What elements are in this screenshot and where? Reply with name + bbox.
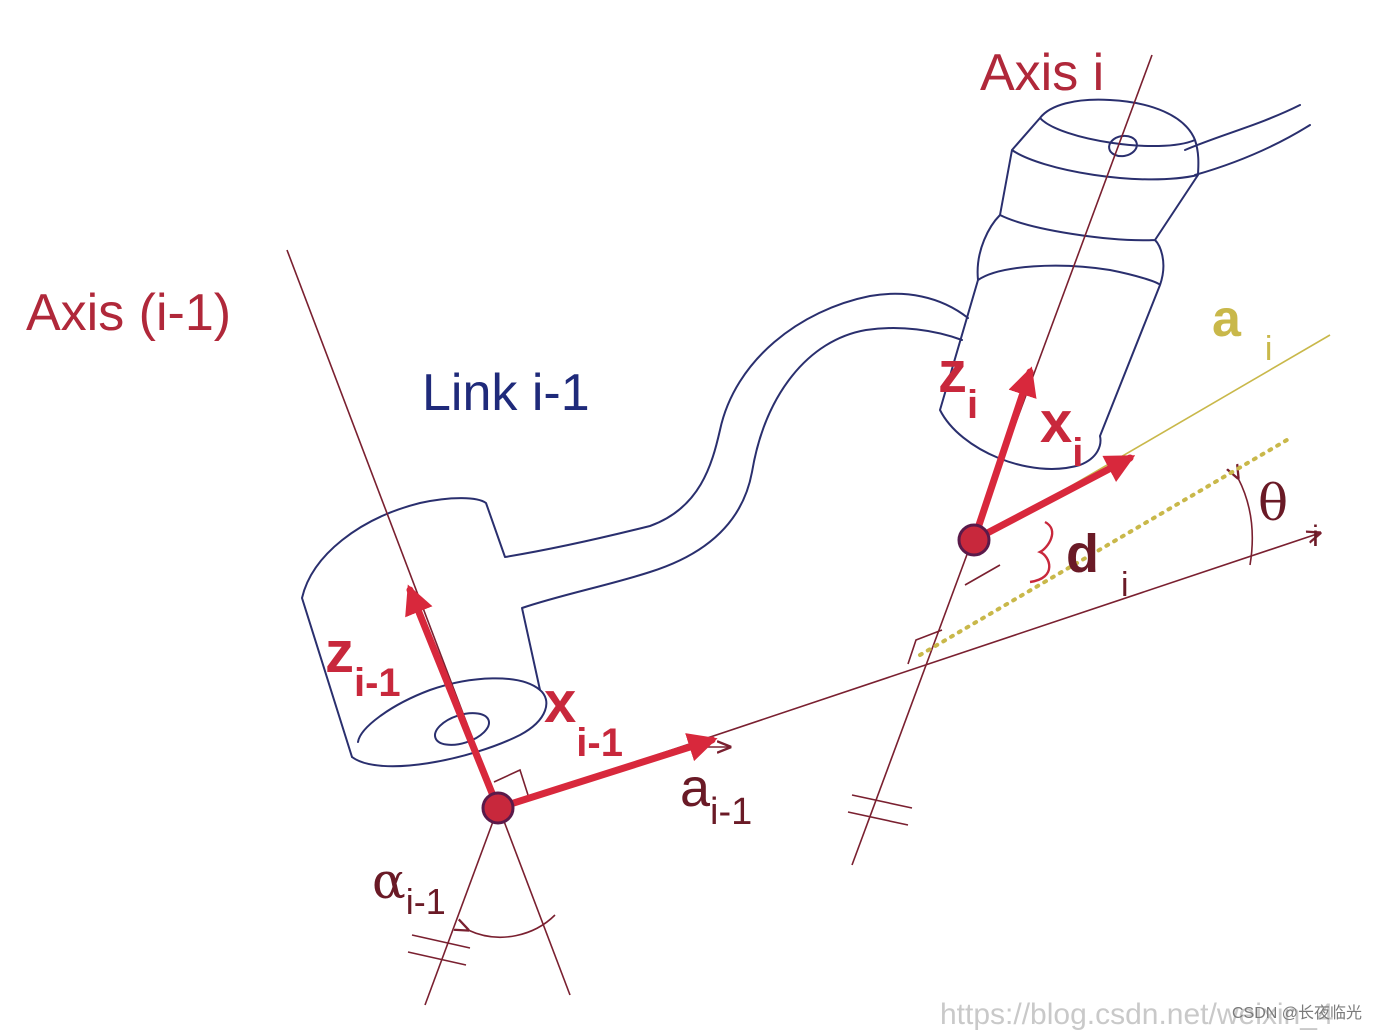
z-i-subscript: i xyxy=(967,383,978,427)
x-i-arrow xyxy=(970,454,1136,544)
d-i-subscript: i xyxy=(1121,566,1129,604)
right-angle-upper xyxy=(907,629,943,665)
cable xyxy=(1184,104,1311,176)
d-i-label: di xyxy=(1066,524,1129,604)
theta-i-label: θi xyxy=(1258,474,1319,553)
right-angle-joint xyxy=(964,564,1001,586)
joint-origin-i-minus-1 xyxy=(481,791,515,825)
theta-i-subscript: i xyxy=(1312,520,1319,553)
axis-i-minus-1-line xyxy=(286,249,571,996)
axis-i-minus-1-projection xyxy=(424,807,499,1006)
alpha-angle-arc xyxy=(468,914,556,938)
a-i-label: ai xyxy=(1212,290,1272,368)
axis-i-minus-1-label: Axis (i-1) xyxy=(26,284,231,342)
joint-origin-i xyxy=(957,523,991,557)
alpha-i-minus-1-subscript: i-1 xyxy=(406,881,446,922)
frame-arrows xyxy=(405,366,1136,812)
lower-housing-outline xyxy=(301,292,969,758)
parallel-mark-lower xyxy=(407,934,471,966)
x-i-minus-1-label: xi-1 xyxy=(544,670,623,765)
z-i-minus-1-subscript: i-1 xyxy=(354,661,401,705)
z-i-label: zi xyxy=(938,340,978,427)
x-i-minus-1-projection xyxy=(918,435,1294,657)
axis-lines xyxy=(286,54,1320,1006)
axis-i-label: Axis i xyxy=(980,44,1104,102)
right-angle-lower xyxy=(493,768,529,796)
z-i-arrow xyxy=(970,366,1037,544)
link-label: Link i-1 xyxy=(422,364,590,422)
a-i-minus-1-label: ai-1 xyxy=(680,758,752,833)
z-i-minus-1-arrow xyxy=(405,584,502,812)
x-i-subscript: i xyxy=(1072,431,1083,475)
link-body xyxy=(301,98,1311,768)
z-i-minus-1-label: zi-1 xyxy=(325,620,401,705)
theta-angle-arc xyxy=(1238,478,1254,566)
source-credit: CSDN @长夜临光 xyxy=(1232,1004,1362,1022)
parallel-mark-upper xyxy=(847,794,913,826)
x-i-minus-1-arrow xyxy=(494,733,718,812)
lower-housing-base xyxy=(351,677,548,768)
upper-housing-outline xyxy=(939,98,1200,470)
a-i-subscript: i xyxy=(1265,330,1273,368)
x-i-minus-1-subscript: i-1 xyxy=(576,721,623,765)
a-i-minus-1-subscript: i-1 xyxy=(710,791,752,833)
watermark-url: https://blog.csdn.net/weixin_4 xyxy=(940,998,1334,1030)
d-offset-brace xyxy=(1029,520,1054,584)
x-i-label: xi xyxy=(1040,390,1083,475)
alpha-i-minus-1-label: αi-1 xyxy=(372,852,446,922)
